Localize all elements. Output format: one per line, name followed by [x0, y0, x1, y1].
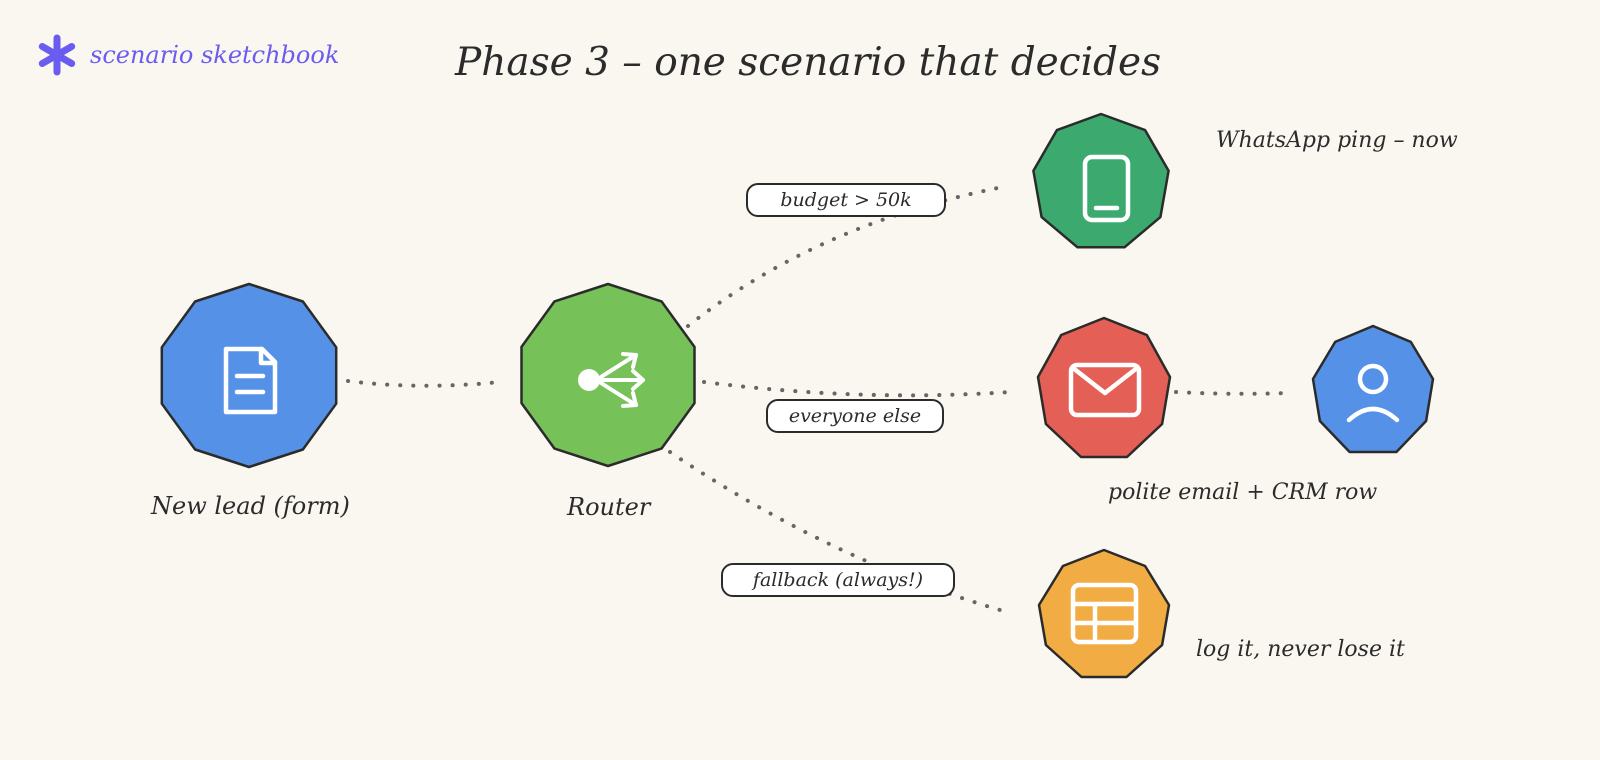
node-polite-email[interactable] — [1036, 316, 1172, 459]
connector-router-whatsapp — [686, 184, 1010, 328]
label-whatsapp-ping: WhatsApp ping – now — [1216, 128, 1458, 153]
label-polite-email: polite email + CRM row — [1108, 480, 1378, 505]
diagram-title: Phase 3 – one scenario that decides — [455, 40, 1162, 85]
label-log-it: log it, never lose it — [1196, 637, 1405, 662]
route-label-budget[interactable]: budget > 50k — [746, 183, 946, 217]
label-router: Router — [567, 493, 651, 521]
connector-email-crm — [1174, 390, 1290, 396]
connector-router-email — [702, 380, 1012, 398]
table-icon — [1070, 582, 1139, 645]
node-new-lead[interactable] — [160, 282, 338, 469]
node-log-it[interactable] — [1037, 548, 1171, 679]
node-crm-row[interactable] — [1311, 324, 1435, 454]
brand-name: scenario sketchbook — [90, 41, 340, 69]
envelope-icon — [1068, 362, 1142, 418]
brand-logo: scenario sketchbook — [36, 34, 339, 76]
document-icon — [223, 346, 278, 415]
asterisk-icon — [38, 34, 76, 76]
label-new-lead: New lead (form) — [151, 492, 350, 520]
split-arrows-icon — [578, 352, 645, 408]
phone-icon — [1082, 154, 1131, 223]
route-label-everyone-else[interactable]: everyone else — [766, 399, 944, 433]
node-whatsapp-ping[interactable] — [1032, 112, 1170, 249]
node-router[interactable] — [520, 282, 696, 468]
route-label-fallback[interactable]: fallback (always!) — [721, 563, 955, 597]
connector-lead-router — [346, 379, 502, 388]
user-icon — [1346, 363, 1400, 423]
connector-router-log — [668, 450, 1002, 612]
